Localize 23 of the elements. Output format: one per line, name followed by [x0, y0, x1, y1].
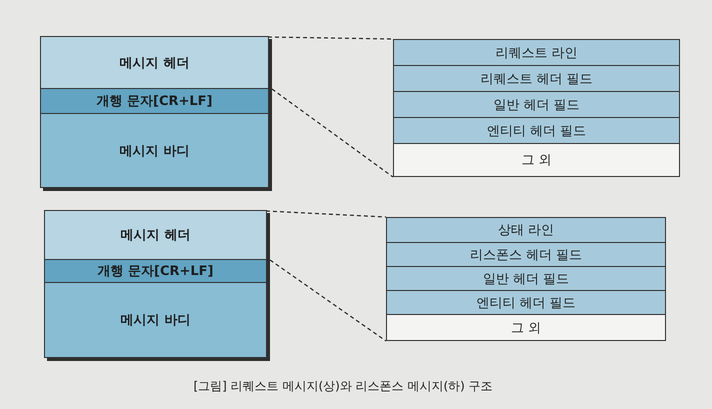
field-row: 엔티티 헤더 필드: [387, 291, 665, 315]
field-row: 리퀘스트 헤더 필드: [394, 66, 679, 92]
field-row: 일반 헤더 필드: [387, 267, 665, 291]
dashed-line: [272, 88, 394, 178]
field-row: 리퀘스트 라인: [394, 40, 679, 66]
caption: [그림] 리퀘스트 메시지(상)와 리스폰스 메시지(하) 구조: [194, 378, 493, 394]
shadowed-frame: [40, 36, 269, 188]
field-table: [393, 39, 680, 177]
field-row: 리스폰스 헤더 필드: [387, 243, 665, 267]
shadowed-frame: [44, 210, 267, 358]
header-band: 메시지 헤더: [45, 211, 266, 260]
dashed-line: [270, 260, 386, 342]
field-row: 일반 헤더 필드: [394, 92, 679, 118]
dashed-line: [266, 210, 386, 218]
crlf-band: 개행 문자[CR+LF]: [41, 89, 268, 114]
header-band: 메시지 헤더: [41, 37, 268, 89]
field-row: 엔티티 헤더 필드: [394, 118, 679, 144]
body-band: 메시지 바디: [45, 283, 266, 357]
body-band: 메시지 바디: [41, 114, 268, 187]
dashed-line: [268, 36, 394, 40]
field-row: 상태 라인: [387, 218, 665, 243]
crlf-band: 개행 문자[CR+LF]: [45, 260, 266, 283]
field-table: [386, 217, 666, 341]
